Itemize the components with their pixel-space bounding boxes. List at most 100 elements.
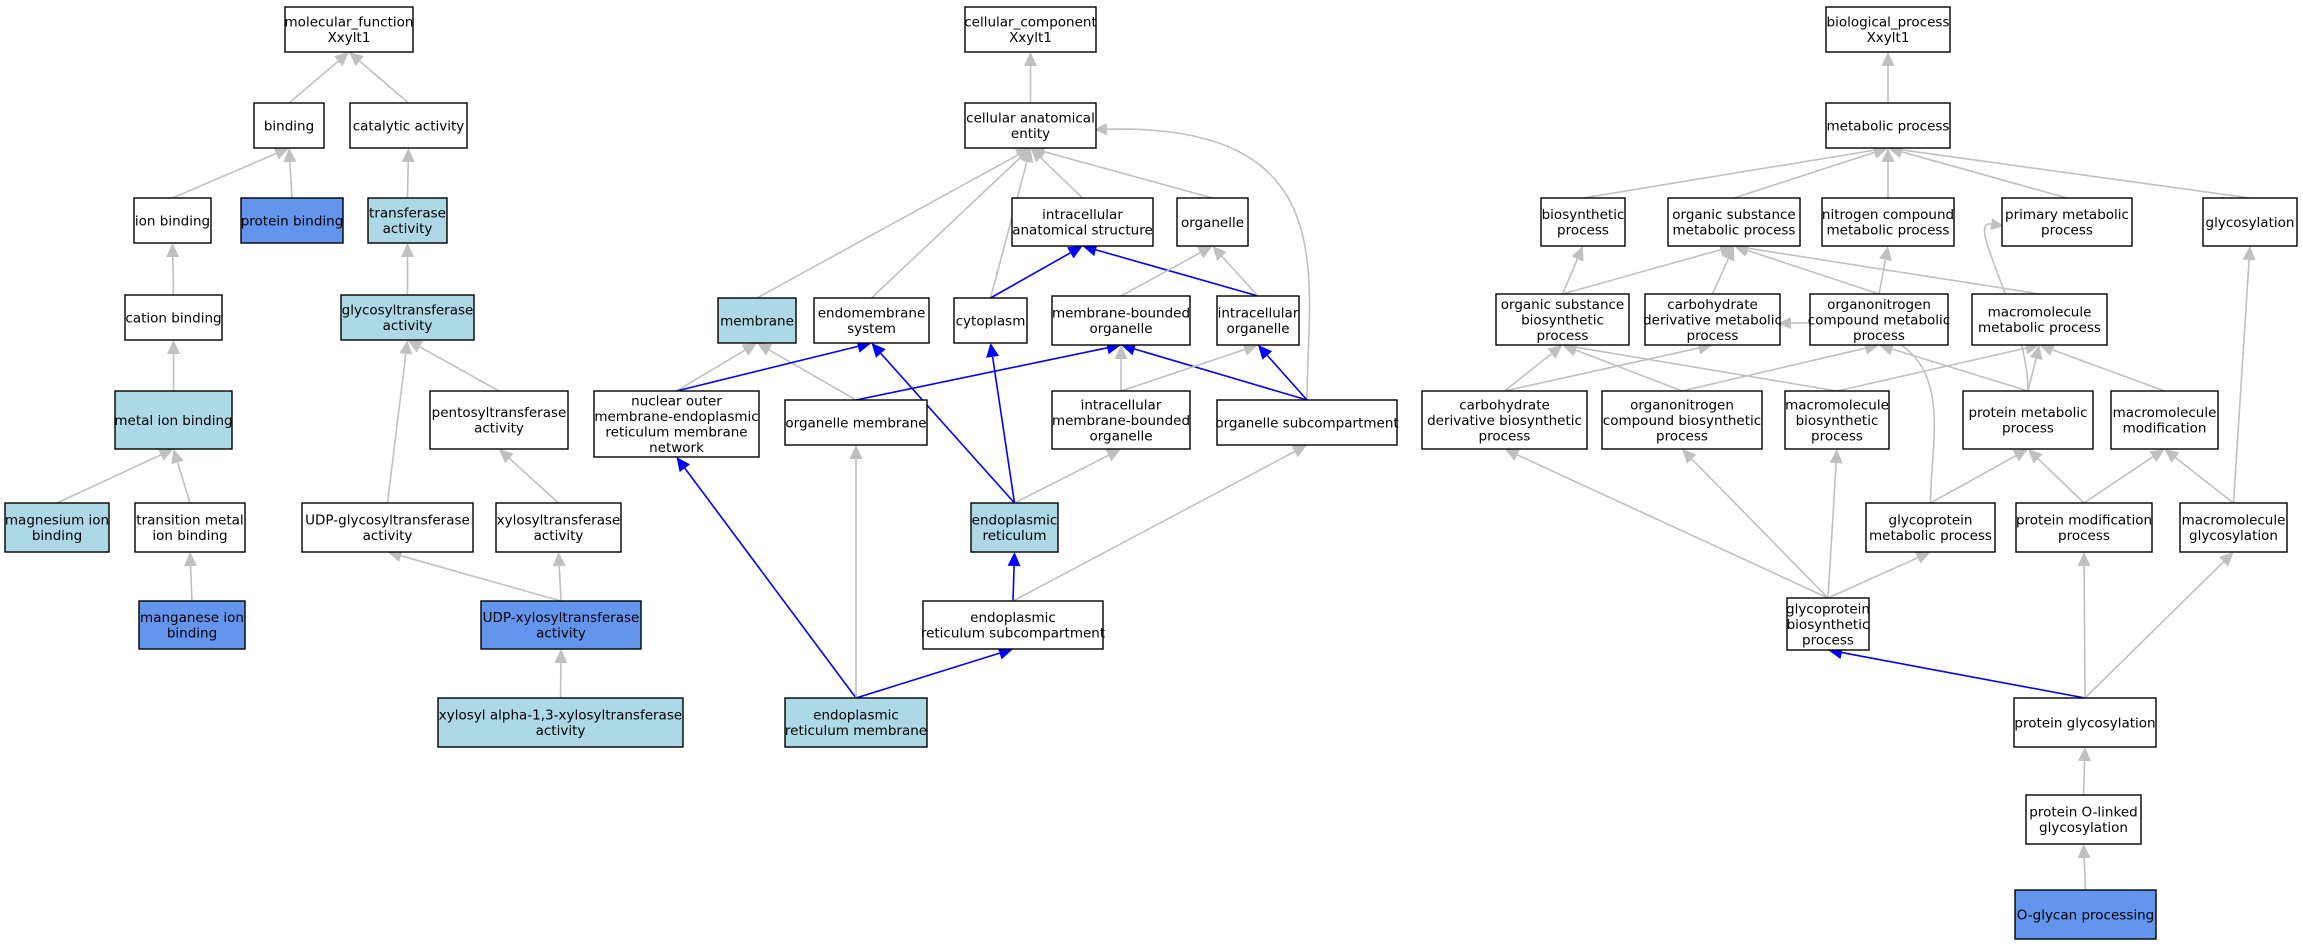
go-term-node-ion-binding[interactable]: ion binding bbox=[133, 197, 212, 244]
edge-arrowhead bbox=[2218, 552, 2234, 567]
go-term-node-org-membrane[interactable]: organelle membrane bbox=[784, 399, 928, 446]
edge-arrowhead bbox=[1571, 246, 1584, 262]
node-box bbox=[1216, 399, 1398, 446]
edge-arrowhead bbox=[499, 449, 514, 464]
edge-arrowhead bbox=[1881, 148, 1895, 162]
node-box bbox=[2179, 502, 2288, 553]
node-box bbox=[114, 390, 233, 450]
edge-er_membrane-to-nuclear_outer bbox=[684, 467, 857, 699]
edge-arrowhead bbox=[167, 340, 180, 354]
go-term-node-protein-binding[interactable]: protein binding bbox=[240, 197, 344, 244]
node-label-line: activity bbox=[534, 528, 584, 544]
go-term-node-binding[interactable]: binding bbox=[253, 102, 325, 149]
node-label-line: process bbox=[2002, 421, 2054, 437]
go-term-node-membrane[interactable]: membrane bbox=[717, 297, 797, 344]
go-term-node-nuclear-outer[interactable]: nuclear outermembrane-endoplasmicreticul… bbox=[593, 390, 760, 458]
node-box bbox=[349, 102, 468, 149]
node-label-line: glycosylation bbox=[2206, 215, 2295, 231]
node-box bbox=[717, 297, 797, 344]
node-box bbox=[1601, 390, 1763, 450]
node-label-line: macromolecule bbox=[1988, 305, 2092, 321]
go-term-node-metal-ion-binding[interactable]: metal ion binding bbox=[114, 390, 233, 450]
node-label-line: membrane-bounded bbox=[1052, 306, 1190, 322]
node-label-line: endoplasmic bbox=[813, 708, 899, 724]
node-box bbox=[2001, 197, 2133, 247]
node-label-line: glycosylation bbox=[2189, 528, 2278, 544]
node-box bbox=[133, 197, 212, 244]
edge-intracell_org-to-organelle bbox=[1221, 255, 1259, 297]
node-box bbox=[2014, 889, 2157, 940]
go-term-node-cytoplasm[interactable]: cytoplasm bbox=[953, 297, 1028, 344]
edge-arrowhead bbox=[1082, 243, 1098, 257]
node-box bbox=[124, 294, 223, 341]
node-box bbox=[1809, 293, 1949, 346]
node-label-line: biosynthetic bbox=[1796, 413, 1879, 429]
go-term-node-xylosyl-alpha[interactable]: xylosyl alpha-1,3-xylosyltransferaseacti… bbox=[437, 697, 684, 748]
edge-org_subcomp-to-intracell_org bbox=[1266, 354, 1308, 401]
edge-arrowhead bbox=[997, 646, 1013, 660]
edge-protein_met-to-macro_met bbox=[2027, 358, 2037, 392]
edge-organonitro_bio-to-organonitro_met bbox=[1681, 347, 1866, 392]
go-term-node-org-subcomp[interactable]: organelle subcompartment bbox=[1215, 399, 1399, 446]
edges-layer bbox=[56, 52, 2256, 891]
node-label-line: cellular_component bbox=[964, 15, 1096, 31]
go-term-node-glycosylation[interactable]: glycosylation bbox=[2202, 197, 2298, 247]
node-label-line: reticulum membrane bbox=[785, 723, 927, 739]
edge-organonitro_met-to-org_sub_met bbox=[1747, 249, 1880, 295]
node-box bbox=[138, 600, 246, 650]
go-term-node-protein-glyc[interactable]: protein glycosylation bbox=[2013, 697, 2157, 748]
node-box bbox=[953, 297, 1028, 344]
edge-macro_bio-to-macro_met bbox=[1836, 347, 2027, 392]
node-box bbox=[1784, 390, 1890, 450]
edge-arrowhead bbox=[2012, 449, 2028, 462]
edge-arrowhead bbox=[1291, 445, 1307, 458]
go-term-node-cation-binding[interactable]: cation binding bbox=[124, 294, 223, 341]
go-term-node-o-glycan[interactable]: O-glycan processing bbox=[2014, 889, 2157, 940]
edge-arrowhead bbox=[1829, 449, 1843, 464]
go-term-node-metabolic[interactable]: metabolic process bbox=[1825, 102, 1951, 149]
node-label-line: anatomical structure bbox=[1012, 223, 1153, 239]
edge-arrowhead bbox=[2029, 345, 2043, 361]
go-term-node-catalytic[interactable]: catalytic activity bbox=[349, 102, 468, 149]
go-term-node-organelle[interactable]: organelle bbox=[1176, 197, 1249, 247]
